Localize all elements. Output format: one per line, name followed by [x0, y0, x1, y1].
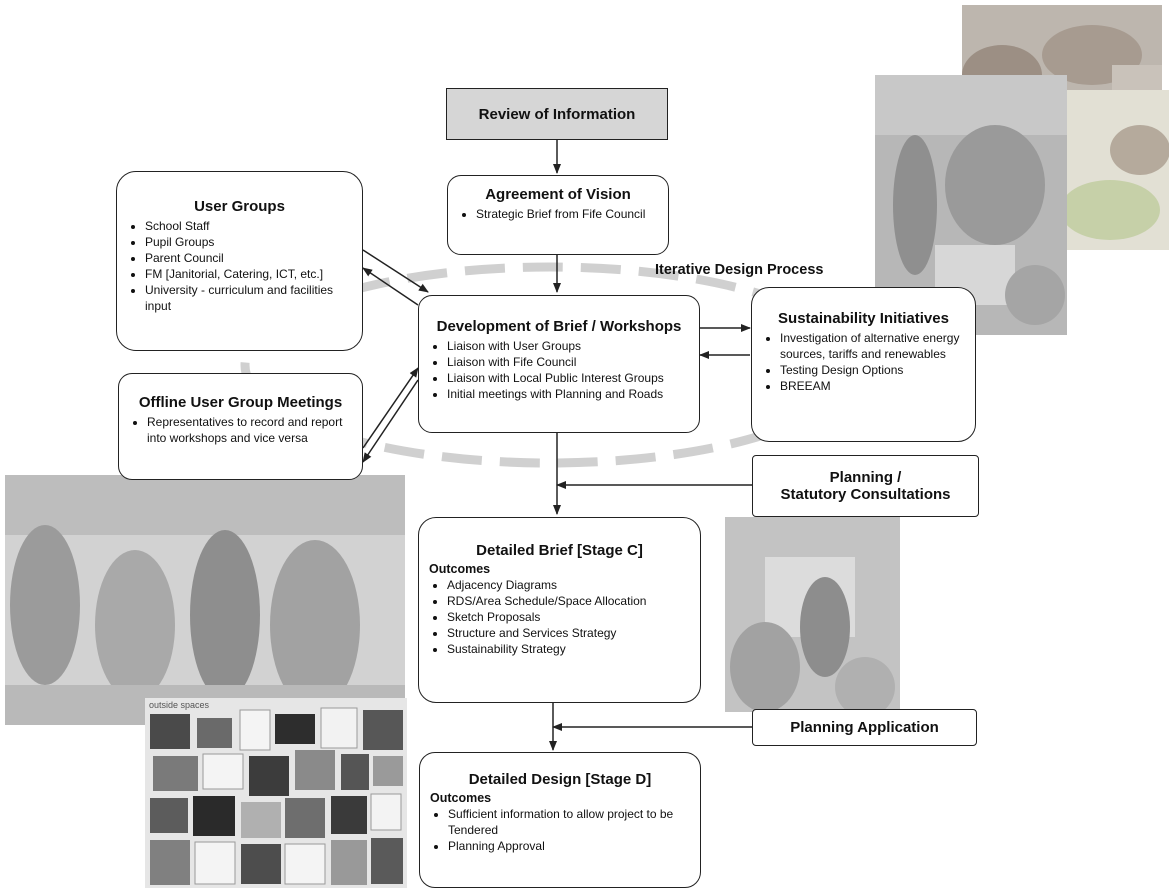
- offline-meetings-box: Offline User Group Meetings Representati…: [118, 373, 363, 480]
- list-item: Sustainability Strategy: [447, 641, 690, 657]
- stage-d-title: Detailed Design [Stage D]: [468, 771, 652, 788]
- planning-consultations-box: Planning / Statutory Consultations: [752, 455, 979, 517]
- list-item: Sufficient information to allow project …: [448, 806, 690, 838]
- development-of-brief-box: Development of Brief / Workshops Liaison…: [418, 295, 700, 433]
- list-item: Liaison with Fife Council: [447, 354, 689, 370]
- list-item: Investigation of alternative energy sour…: [780, 330, 965, 362]
- list-item: Testing Design Options: [780, 362, 965, 378]
- planning-app-title: Planning Application: [790, 719, 939, 736]
- user-groups-list: School Staff Pupil Groups Parent Council…: [127, 218, 352, 314]
- list-item: School Staff: [145, 218, 352, 234]
- review-title: Review of Information: [478, 105, 636, 123]
- development-list: Liaison with User Groups Liaison with Fi…: [429, 338, 689, 402]
- arrow-offline-to-development: [362, 367, 419, 449]
- list-item: RDS/Area Schedule/Space Allocation: [447, 593, 690, 609]
- outside-spaces-collage: outside spaces: [145, 698, 407, 888]
- list-item: Strategic Brief from Fife Council: [476, 206, 658, 222]
- user-groups-title: User Groups: [194, 198, 285, 215]
- planning-consult-line2: Statutory Consultations: [780, 486, 951, 503]
- arrow-development-to-offline: [362, 379, 419, 463]
- list-item: Initial meetings with Planning and Roads: [447, 386, 689, 402]
- list-item: Structure and Services Strategy: [447, 625, 690, 641]
- detailed-brief-stage-c-box: Detailed Brief [Stage C] Outcomes Adjace…: [418, 517, 701, 703]
- user-groups-box: User Groups School Staff Pupil Groups Pa…: [116, 171, 363, 351]
- list-item: Pupil Groups: [145, 234, 352, 250]
- offline-list: Representatives to record and report int…: [129, 414, 352, 446]
- list-item: Sketch Proposals: [447, 609, 690, 625]
- development-title: Development of Brief / Workshops: [436, 318, 682, 335]
- sustainability-title: Sustainability Initiatives: [778, 310, 949, 327]
- review-of-information-box: Review of Information: [446, 88, 668, 140]
- agreement-of-vision-box: Agreement of Vision Strategic Brief from…: [447, 175, 669, 255]
- list-item: FM [Janitorial, Catering, ICT, etc.]: [145, 266, 352, 282]
- planning-consult-line1: Planning /: [829, 469, 902, 486]
- list-item: Parent Council: [145, 250, 352, 266]
- iterative-design-label: Iterative Design Process: [655, 262, 824, 278]
- sustainability-list: Investigation of alternative energy sour…: [762, 330, 965, 394]
- list-item: Liaison with User Groups: [447, 338, 689, 354]
- workshop-photo-top-right-middle: [1060, 90, 1169, 250]
- workshop-photo-right: [725, 517, 900, 712]
- planning-application-box: Planning Application: [752, 709, 977, 746]
- collage-caption: outside spaces: [149, 700, 210, 710]
- offline-title: Offline User Group Meetings: [138, 394, 343, 411]
- list-item: Planning Approval: [448, 838, 690, 854]
- list-item: Representatives to record and report int…: [147, 414, 352, 446]
- list-item: BREEAM: [780, 378, 965, 394]
- detailed-design-stage-d-box: Detailed Design [Stage D] Outcomes Suffi…: [419, 752, 701, 888]
- stage-d-outcomes-label: Outcomes: [430, 791, 492, 805]
- sustainability-box: Sustainability Initiatives Investigation…: [751, 287, 976, 442]
- stage-c-title: Detailed Brief [Stage C]: [476, 542, 643, 559]
- vision-title: Agreement of Vision: [485, 186, 631, 203]
- vision-list: Strategic Brief from Fife Council: [458, 206, 658, 222]
- stage-d-list: Sufficient information to allow project …: [430, 806, 690, 854]
- stage-c-outcomes-label: Outcomes: [429, 562, 491, 576]
- list-item: Adjacency Diagrams: [447, 577, 690, 593]
- stage-c-list: Adjacency Diagrams RDS/Area Schedule/Spa…: [429, 577, 690, 657]
- list-item: University - curriculum and facilities i…: [145, 282, 352, 314]
- arrow-development-to-user-groups: [362, 267, 419, 306]
- arrow-user-groups-to-development: [362, 249, 429, 293]
- list-item: Liaison with Local Public Interest Group…: [447, 370, 689, 386]
